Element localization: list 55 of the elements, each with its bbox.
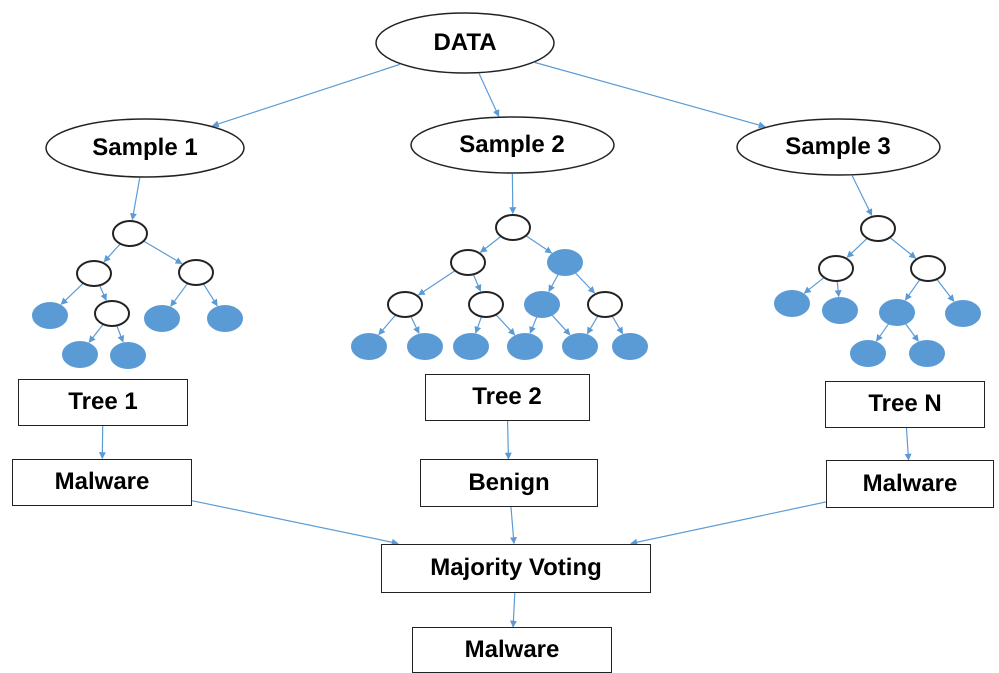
arrow [98, 426, 106, 460]
label-box: Tree N [825, 380, 985, 428]
arrow [510, 506, 517, 544]
arrow [575, 272, 596, 294]
arrow [99, 286, 107, 301]
arrow [876, 324, 890, 342]
arrow [905, 323, 919, 342]
arrow [904, 427, 912, 461]
arrow [510, 592, 517, 628]
label-box: Tree 2 [424, 374, 590, 420]
arrow [852, 175, 872, 216]
arrow [480, 236, 501, 253]
arrow [472, 274, 482, 292]
arrow [130, 178, 140, 220]
label-box: Benign [420, 459, 598, 507]
arrow [88, 324, 104, 343]
arrow [418, 270, 455, 296]
arrow [834, 281, 842, 298]
arrow [630, 501, 826, 546]
arrow [804, 277, 824, 294]
node-label: Sample 3 [785, 133, 891, 161]
arrow [586, 316, 598, 334]
arrow [203, 284, 218, 306]
label-box: Majority Voting [381, 544, 651, 592]
arrow [144, 240, 182, 264]
arrow [936, 279, 954, 302]
label-box: Malware [12, 458, 192, 506]
node-label: Sample 2 [459, 131, 565, 159]
node-label: Sample 1 [92, 134, 198, 162]
arrow [60, 283, 84, 305]
arrow [552, 314, 570, 336]
arrow [212, 64, 400, 128]
arrow [534, 62, 766, 128]
arrow [378, 314, 396, 336]
arrow [496, 314, 516, 336]
label-box: Malware [826, 460, 994, 508]
arrow [526, 236, 552, 254]
arrow [529, 316, 538, 334]
arrow [104, 244, 120, 262]
label-box: Tree 1 [18, 378, 188, 426]
arrow [504, 420, 512, 460]
arrow [170, 283, 188, 307]
arrow [116, 326, 124, 343]
node-label: DATA [433, 29, 497, 57]
arrow [548, 274, 559, 292]
arrow [846, 238, 868, 258]
arrow [509, 174, 516, 214]
arrow [890, 237, 916, 259]
label-box: Malware [412, 627, 612, 673]
arrow [612, 316, 624, 334]
arrow [904, 280, 920, 301]
arrow [410, 316, 420, 334]
arrow [478, 73, 500, 117]
arrow [474, 316, 482, 334]
arrow [192, 500, 399, 546]
